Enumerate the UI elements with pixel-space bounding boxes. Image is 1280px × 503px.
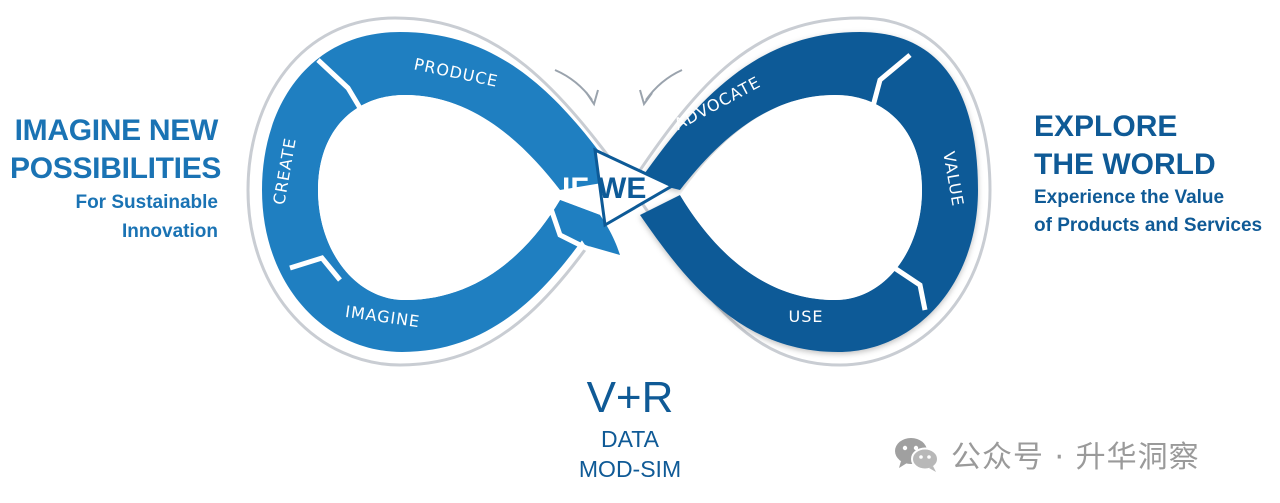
arrow-left	[554, 69, 593, 101]
separator-left-bottom	[289, 255, 342, 282]
arrow-right-head	[639, 89, 653, 107]
left-sub-1: For Sustainable	[75, 192, 218, 213]
left-headline-1: IMAGINE NEW	[14, 114, 219, 147]
label-use: USE	[789, 307, 824, 326]
right-headline-1: EXPLORE	[1034, 110, 1178, 143]
right-sub-2: of Products and Services	[1034, 215, 1263, 236]
logo-triangle	[593, 147, 676, 228]
separator-right-bottom	[888, 262, 928, 311]
watermark: 公众号 · 升华洞察	[893, 428, 1253, 480]
right-loop-band	[640, 32, 978, 352]
crossing-band	[560, 200, 620, 255]
bottom-text-block: V+R DATA MOD-SIM	[540, 372, 720, 484]
left-text-block: IMAGINE NEW POSSIBILITIES For Sustainabl…	[10, 112, 222, 246]
wechat-icon	[895, 438, 939, 472]
right-text-block: EXPLORE THE WORLD Experience the Value o…	[1034, 108, 1280, 240]
left-sub-2: Innovation	[121, 221, 218, 242]
mod-sim-label: MOD-SIM	[578, 456, 682, 482]
logo-if-text: IF	[562, 172, 589, 205]
logo-we-text: WE	[598, 172, 646, 205]
arrow-left-head	[585, 89, 599, 107]
right-sub-1: Experience the Value	[1034, 187, 1225, 208]
vr-label: V+R	[586, 373, 674, 422]
separator-left-cross	[545, 199, 592, 253]
watermark-text: 公众号 · 升华洞察	[951, 440, 1200, 475]
right-loop-inner	[680, 95, 922, 300]
separator-right-top	[869, 53, 912, 111]
left-loop-inner	[318, 95, 560, 300]
ifwe-logo: IF WE	[562, 147, 676, 228]
left-headline-2: POSSIBILITIES	[10, 152, 222, 185]
separator-left-top	[316, 58, 363, 110]
data-label: DATA	[601, 426, 659, 452]
left-loop-band	[262, 32, 620, 352]
right-headline-2: THE WORLD	[1034, 148, 1216, 181]
